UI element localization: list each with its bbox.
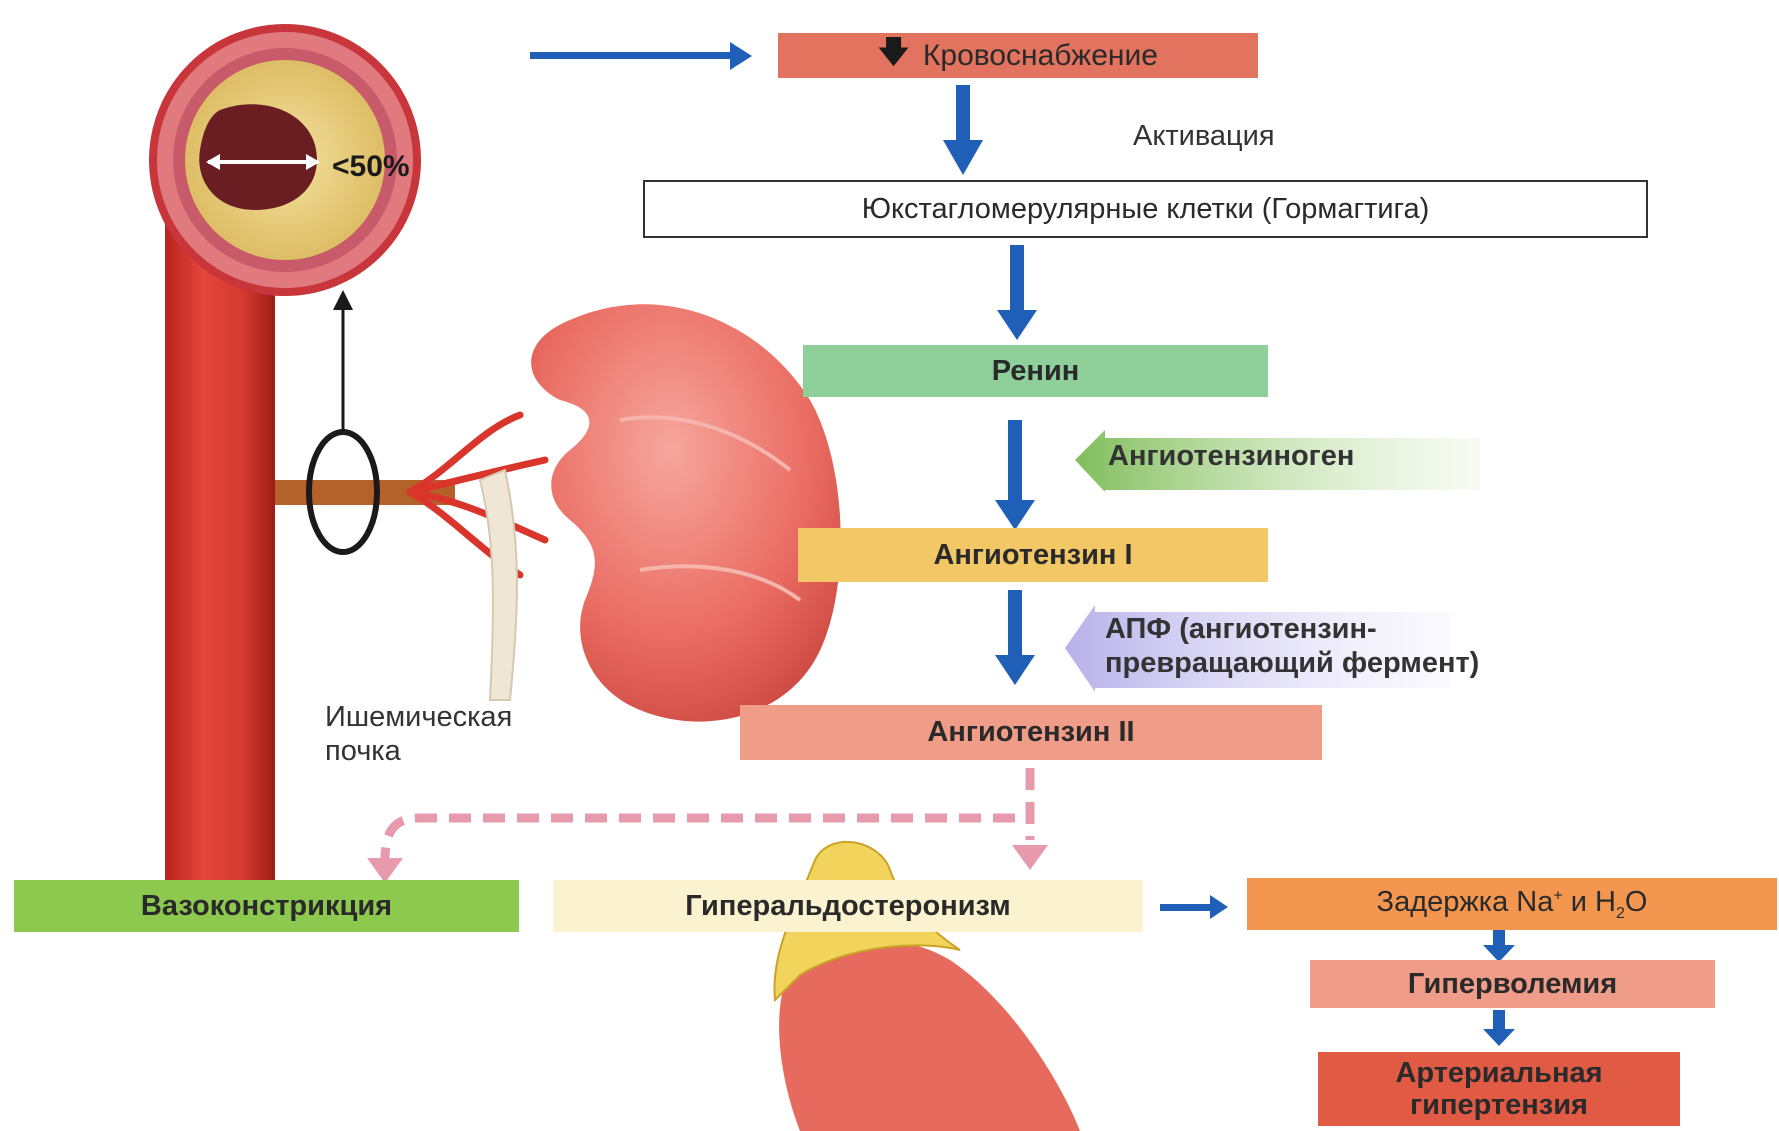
up-arrow-icon: [333, 290, 353, 310]
renin-label: Ренин: [992, 355, 1080, 388]
vasoconstriction-label: Вазоконстрикция: [141, 890, 392, 923]
angiotensin-2-label: Ангиотензин II: [927, 716, 1134, 749]
hyperaldosteronism-box: Гиперальдостеронизм: [553, 880, 1143, 932]
hypervolemia-label: Гиперволемия: [1408, 968, 1617, 1001]
retention-label: Задержка Na+ и H2O: [1377, 886, 1648, 923]
down-arrow-icon: 🡇: [878, 30, 909, 81]
jg-cells-label: Юкстагломерулярные клетки (Гормагтига): [862, 193, 1430, 226]
retention-sup: +: [1553, 887, 1562, 904]
blood-supply-label: Кровоснабжение: [923, 39, 1158, 73]
hyperaldosteronism-label: Гиперальдостеронизм: [685, 890, 1010, 923]
adrenal-gland: [779, 939, 1080, 1131]
vasoconstriction-box: Вазоконстрикция: [14, 880, 519, 932]
retention-sub: 2: [1616, 904, 1625, 921]
angiotensin-1-label: Ангиотензин I: [933, 539, 1132, 572]
renal-vessels: [410, 415, 545, 575]
dashed-pink-lines: [385, 768, 1030, 860]
hypertension-line-2: гипертензия: [1410, 1089, 1588, 1121]
activation-label: Активация: [1133, 120, 1275, 153]
hypervolemia-box: Гиперволемия: [1310, 960, 1715, 1008]
ace-line-2: превращающий фермент): [1105, 646, 1479, 680]
angiotensin-2-box: Ангиотензин II: [740, 705, 1322, 760]
ace-line-1: АПФ (ангиотензин-: [1105, 612, 1479, 646]
kidney: [531, 304, 841, 721]
ureter: [480, 470, 517, 700]
hypertension-line-1: Артериальная: [1395, 1057, 1602, 1089]
jg-cells-box: Юкстагломерулярные клетки (Гормагтига): [643, 180, 1648, 238]
stenosis-label: <50%: [332, 150, 410, 184]
retention-suffix: O: [1625, 886, 1648, 918]
hypertension-box: Артериальная гипертензия: [1318, 1052, 1680, 1126]
dashed-arrowhead-right: [1012, 845, 1048, 870]
renin-box: Ренин: [803, 345, 1268, 397]
angiotensinogen-label: Ангиотензиноген: [1108, 440, 1354, 473]
ace-label: АПФ (ангиотензин- превращающий фермент): [1105, 612, 1479, 680]
ischemic-kidney-label: Ишемическая почка: [325, 700, 512, 768]
retention-mid: и H: [1563, 886, 1616, 918]
blood-supply-box: 🡇 Кровоснабжение: [778, 33, 1258, 78]
ischemic-line-1: Ишемическая: [325, 700, 512, 734]
retention-box: Задержка Na+ и H2O: [1247, 878, 1777, 930]
retention-prefix: Задержка Na: [1377, 886, 1554, 918]
angiotensin-1-box: Ангиотензин I: [798, 528, 1268, 582]
ischemic-line-2: почка: [325, 734, 512, 768]
